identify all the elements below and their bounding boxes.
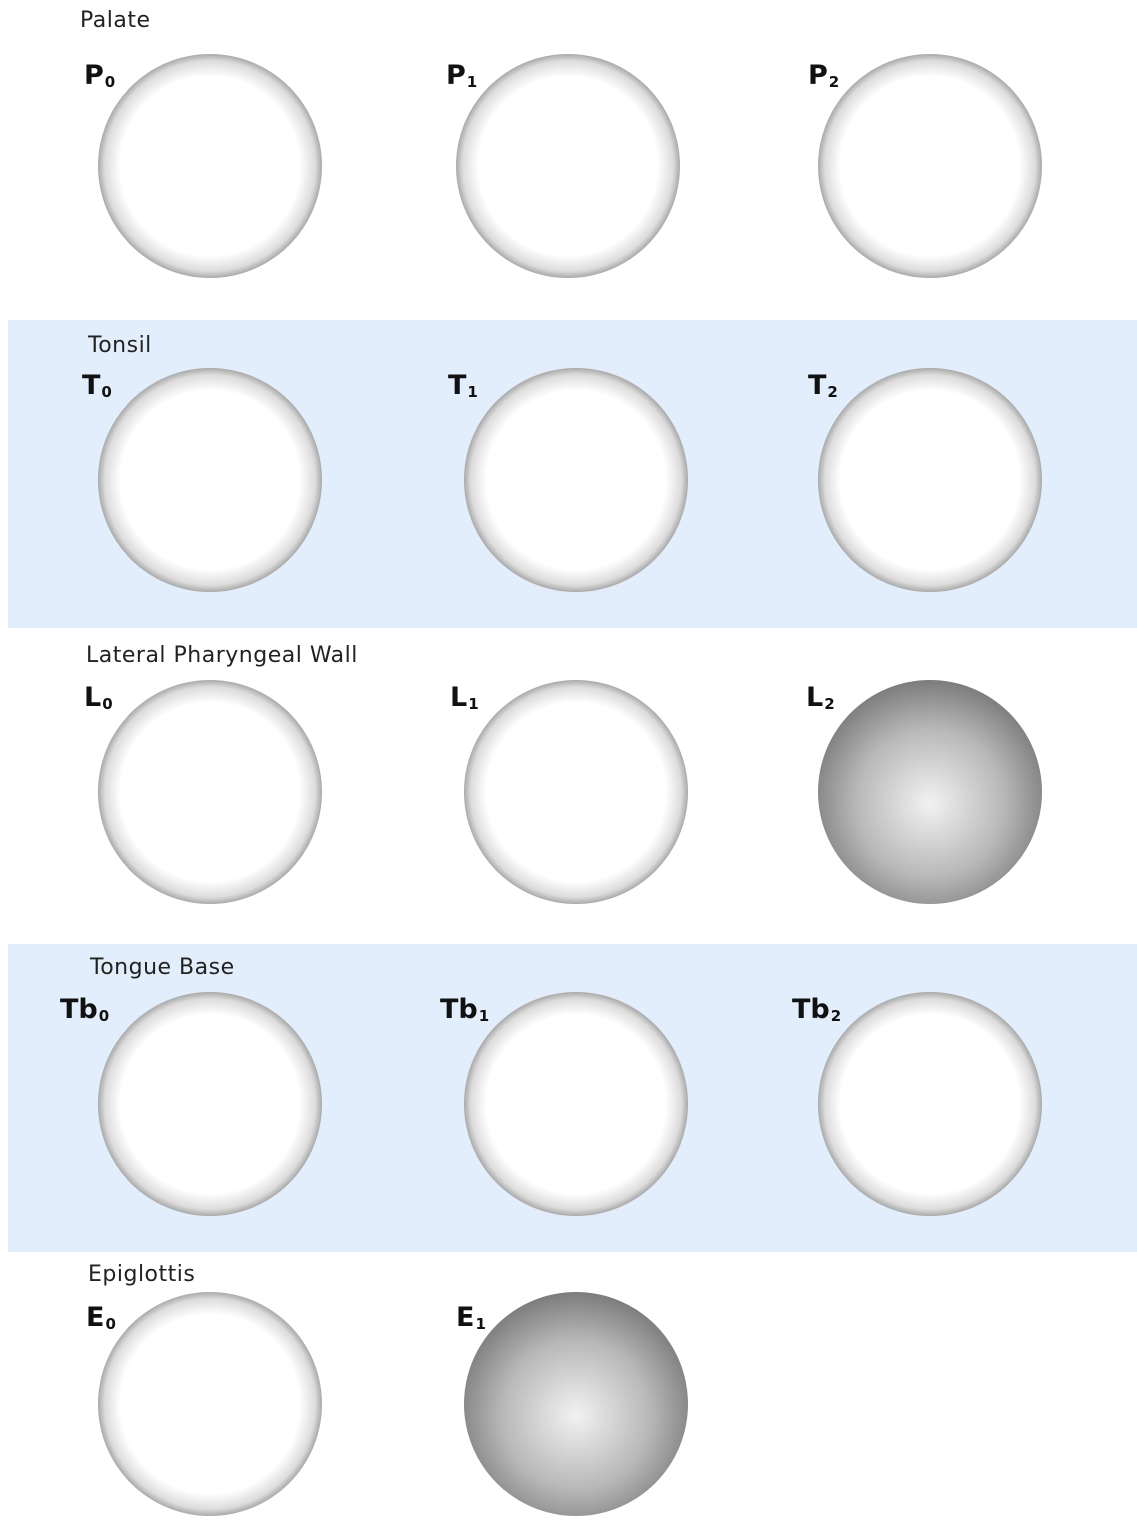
endoscopic-view-t1 [456, 360, 696, 600]
endoscopic-view-l0 [90, 672, 330, 912]
section-title-tonsil: Tonsil [88, 333, 152, 358]
endoscopic-view-l1 [456, 672, 696, 912]
endoscopic-view-e0 [90, 1284, 330, 1524]
endoscopic-view-p0 [90, 46, 330, 286]
section-title-lateral-pharyngeal-wall: Lateral Pharyngeal Wall [86, 643, 358, 668]
endoscopic-view-t2 [810, 360, 1050, 600]
endoscopic-view-p2 [810, 46, 1050, 286]
endoscopic-view-tb2 [810, 984, 1050, 1224]
endoscopic-view-tb1 [456, 984, 696, 1224]
endoscopic-view-l2 [810, 672, 1050, 912]
endoscopic-view-p1 [448, 46, 688, 286]
endoscopic-view-t0 [90, 360, 330, 600]
section-title-tongue-base: Tongue Base [90, 955, 235, 980]
endoscopic-view-tb0 [90, 984, 330, 1224]
section-title-palate: Palate [80, 8, 151, 33]
endoscopic-view-e1 [456, 1284, 696, 1524]
